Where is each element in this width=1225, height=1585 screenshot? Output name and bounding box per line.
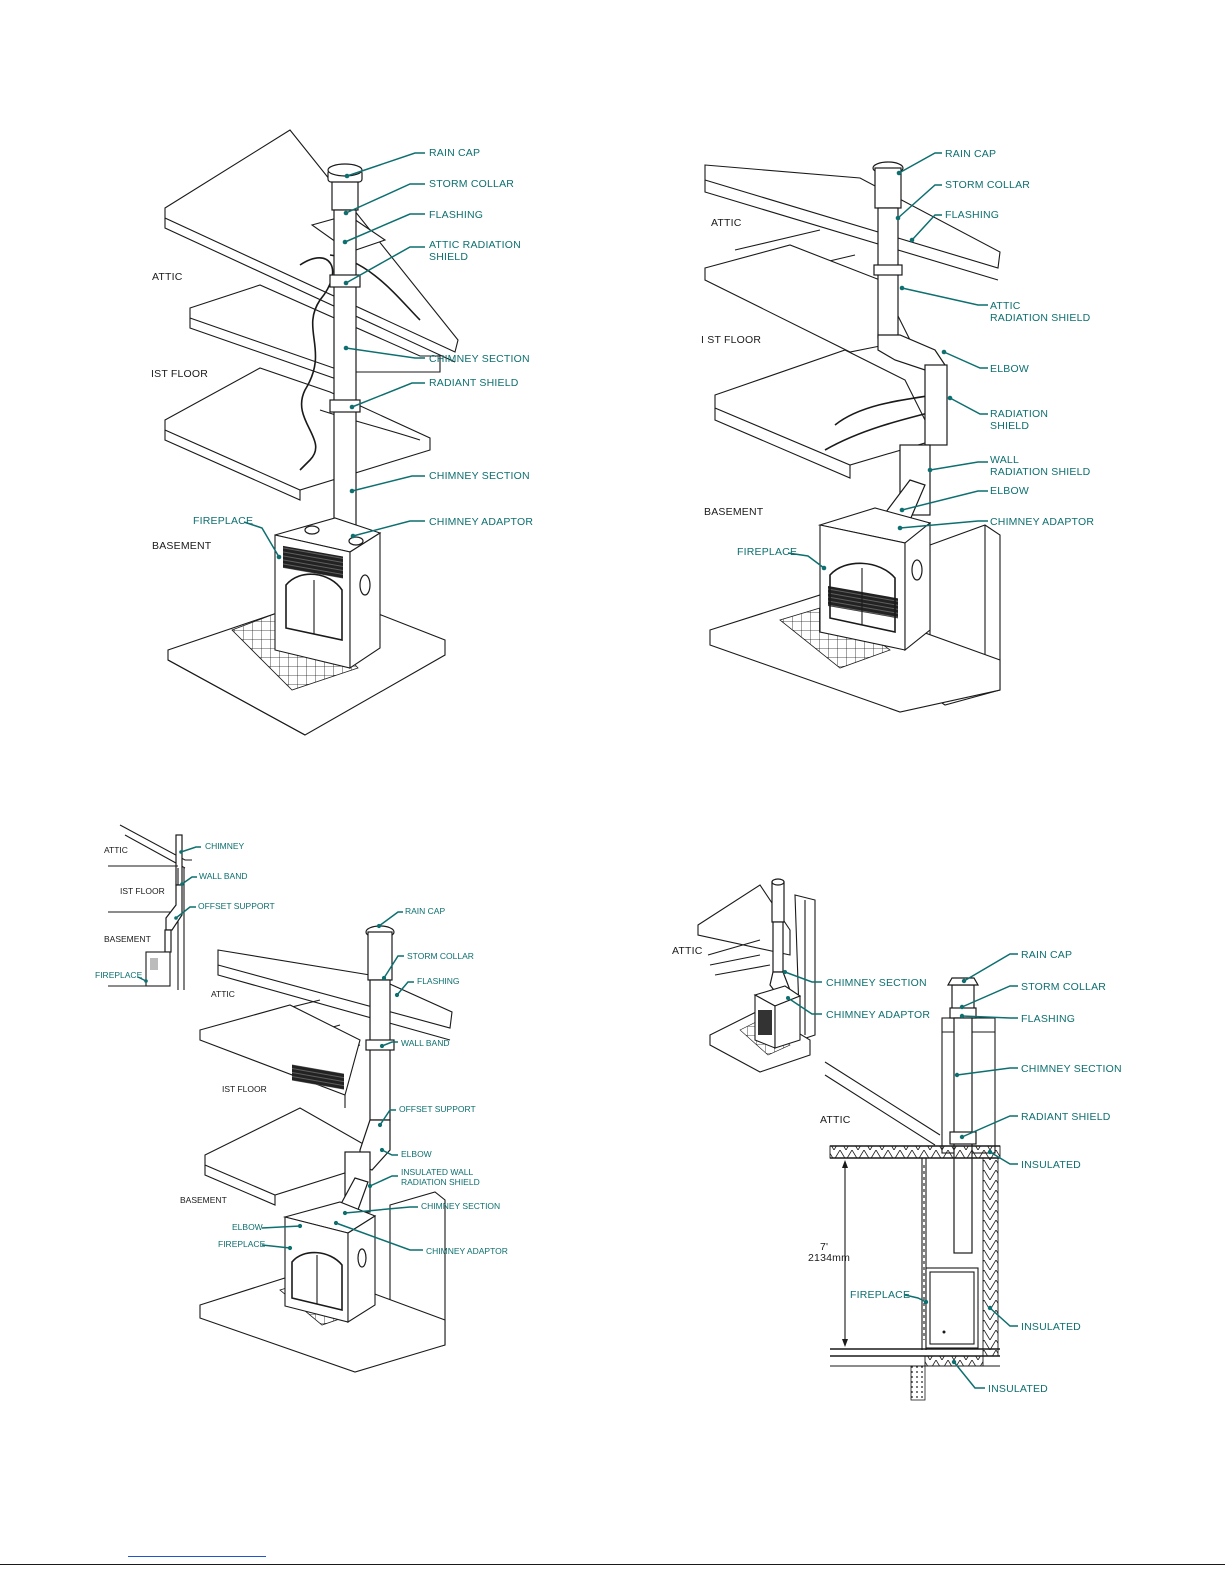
d3-insulated-wall-label: INSULATED WALL [401,1167,474,1177]
d3-wall-band-label: WALL BAND [401,1038,450,1048]
d2-wall-radiation-shield-label-2: RADIATION SHIELD [990,466,1091,478]
d4-ceiling-insulation [829,1145,1001,1159]
d1-roof [164,129,459,353]
d4-insulated-bottom-label: INSULATED [988,1383,1048,1395]
d3i-offset-support-label: OFFSET SUPPORT [198,901,275,911]
d1-fireplace-label: FIREPLACE [193,515,253,527]
d2-chimney-adaptor-label: CHIMNEY ADAPTOR [990,516,1094,528]
d2-fireplace-label: FIREPLACE [737,546,797,558]
d3-fireplace-label: FIREPLACE [218,1239,266,1249]
d4-height-imperial-label: 7' [820,1241,828,1253]
diagram-4: ATTIC RAIN CAP STORM COLLAR FLASHING CHI… [808,949,1122,1401]
d4-radiant-shield-label: RADIANT SHIELD [1021,1111,1111,1123]
d2-roof [704,164,1001,269]
d4-storm-collar-label: STORM COLLAR [1021,981,1106,993]
d1-chimney-section-lower-label: CHIMNEY SECTION [429,470,530,482]
d3-wall-band [365,1039,395,1051]
d2-radiation-shield-label: RADIATION [990,408,1048,420]
d2-first-floor-label: I ST FLOOR [701,334,761,346]
d3-basement-label: BASEMENT [180,1195,227,1205]
d2-storm-collar-label: STORM COLLAR [945,179,1030,191]
d3-storm-collar-label: STORM COLLAR [407,951,474,961]
d4-insulated-top-label: INSULATED [1021,1159,1081,1171]
d3-insulated-wall-label-2: RADIATION SHIELD [401,1177,480,1187]
d3-chimney-adaptor-label: CHIMNEY ADAPTOR [426,1246,508,1256]
d1-attic-label: ATTIC [152,271,183,283]
d2-radiation-shield-label-2: SHIELD [990,420,1029,432]
d3i-basement-label: BASEMENT [104,934,151,944]
d4-flashing-label: FLASHING [1021,1013,1075,1025]
diagram-3-inset: ATTIC IST FLOOR BASEMENT CHIMNEY WALL BA… [95,824,275,990]
d3-roof [217,949,453,1029]
d3-attic-label: ATTIC [211,989,235,999]
d1-chimney-section-upper-label: CHIMNEY SECTION [429,353,530,365]
d2-attic-radiation-shield-label: ATTIC [990,300,1021,312]
d1-chimney-adaptor-label: CHIMNEY ADAPTOR [429,516,533,528]
d2-attic-label: ATTIC [711,217,742,229]
d4-attic-label: ATTIC [820,1114,851,1126]
d4-rain-cap-label: RAIN CAP [1021,949,1072,961]
d4i-chimney-adaptor-label: CHIMNEY ADAPTOR [826,1009,930,1021]
d3i-chimney-label: CHIMNEY [205,841,245,851]
d4-insulated-side-label: INSULATED [1021,1321,1081,1333]
diagram-2: ATTIC I ST FLOOR BASEMENT RAIN CAP STORM… [701,148,1094,713]
d2-flashing-label: FLASHING [945,209,999,221]
d3-chimney-section-label: CHIMNEY SECTION [421,1201,500,1211]
d4-chimney-section-label: CHIMNEY SECTION [1021,1063,1122,1075]
d4-fireplace-label: FIREPLACE [850,1289,910,1301]
d1-rain-cap-label: RAIN CAP [429,147,480,159]
d2-basement-label: BASEMENT [704,506,764,518]
d1-basement-label: BASEMENT [152,540,212,552]
d1-storm-collar-label: STORM COLLAR [429,178,514,190]
d1-attic-radiation-shield-label: ATTIC RADIATION [429,239,521,251]
diagram-1: ATTIC IST FLOOR BASEMENT RAIN CAP STORM … [151,129,533,736]
d4i-attic-label: ATTIC [672,945,703,957]
d1-chimney-pipe [331,179,359,211]
d2-attic-radiation-shield-label-2: RADIATION SHIELD [990,312,1091,324]
d4-fireplace [925,1267,979,1349]
d3-offset-support-label: OFFSET SUPPORT [399,1104,476,1114]
d4-height-metric-label: 2134mm [808,1252,850,1264]
d3-rain-cap-label: RAIN CAP [405,906,445,916]
d1-attic-radiation-shield-label-2: SHIELD [429,251,468,263]
d3i-attic-label: ATTIC [104,845,128,855]
d3-flashing-label: FLASHING [417,976,460,986]
d1-radiant-shield-label: RADIANT SHIELD [429,377,519,389]
d3i-first-floor-label: IST FLOOR [120,886,165,896]
d2-elbow-lower-label: ELBOW [990,485,1029,497]
d2-elbow-upper-label: ELBOW [990,363,1029,375]
footer-rule [0,1564,1225,1565]
d2-rain-cap-label: RAIN CAP [945,148,996,160]
footer-link-underline[interactable] [128,1556,266,1557]
d4i-chimney-section-label: CHIMNEY SECTION [826,977,927,989]
d2-wall-radiation-shield-label: WALL [990,454,1019,466]
d3i-fireplace-label: FIREPLACE [95,970,143,980]
diagram-3: ATTIC IST FLOOR BASEMENT RAIN CAP STORM … [180,906,508,1373]
d3i-wall-band-label: WALL BAND [199,871,248,881]
d3-first-floor-label: IST FLOOR [222,1084,267,1094]
d1-rain-cap [327,163,363,177]
diagram-4-inset: ATTIC CHIMNEY SECTION CHIMNEY ADAPTOR [672,878,930,1073]
d1-first-floor-label: IST FLOOR [151,368,208,380]
d1-flashing-label: FLASHING [429,209,483,221]
d3-elbow-lower-label: ELBOW [232,1222,263,1232]
d1-first-floor [164,367,431,491]
d1-attic-floor [189,284,441,373]
d3-elbow-upper-label: ELBOW [401,1149,432,1159]
